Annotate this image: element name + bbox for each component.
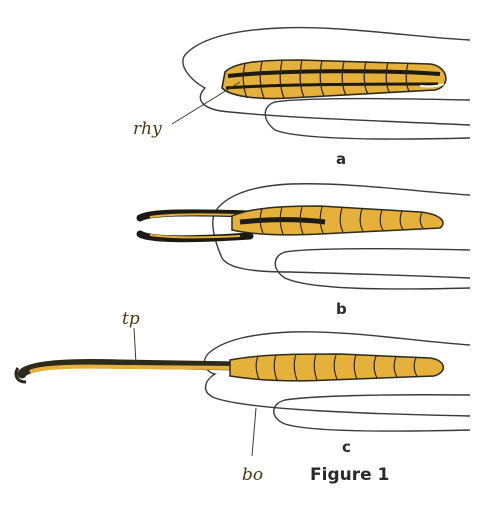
rings-c xyxy=(255,353,418,381)
proboscis-c xyxy=(229,353,444,382)
tp-pointer xyxy=(133,327,137,365)
figure-title: Figure 1 xyxy=(310,465,389,485)
bo-label: bo xyxy=(242,465,263,485)
everted-tube-c xyxy=(17,358,245,379)
panel-letter-a: a xyxy=(336,150,346,168)
proboscis-stripe-a2 xyxy=(225,82,439,90)
panel-letter-b: b xyxy=(336,300,347,318)
everted-tube-b2-core xyxy=(149,234,241,239)
proboscis-tip-a xyxy=(419,83,445,88)
rings-b xyxy=(259,206,424,235)
sheath-outline-a xyxy=(182,26,471,126)
rhy-pointer xyxy=(171,81,241,125)
proboscis-stripe-a1 xyxy=(227,69,441,78)
rhy-label: rhy xyxy=(133,119,162,139)
channel-outline-b xyxy=(274,247,471,290)
rings-a xyxy=(242,59,411,99)
proboscis-a xyxy=(221,59,447,100)
bo-pointer xyxy=(251,407,257,457)
panel-c: tp bo c xyxy=(14,309,471,485)
channel-outline-c xyxy=(273,394,471,432)
channel-outline-a xyxy=(264,97,471,140)
panel-b: b xyxy=(136,183,471,318)
panel-a: rhy a xyxy=(133,26,471,168)
everted-tube-b1-core xyxy=(149,213,241,218)
tp-label: tp xyxy=(122,309,140,329)
proboscis-stripe-b xyxy=(239,217,326,225)
proboscis-b xyxy=(231,205,444,236)
everted-tube-b1 xyxy=(136,209,254,222)
everted-tube-c-core xyxy=(29,364,239,374)
everted-tube-c-tip xyxy=(14,367,27,384)
sheath-outline-b xyxy=(212,183,471,279)
panel-letter-c: c xyxy=(342,438,351,456)
